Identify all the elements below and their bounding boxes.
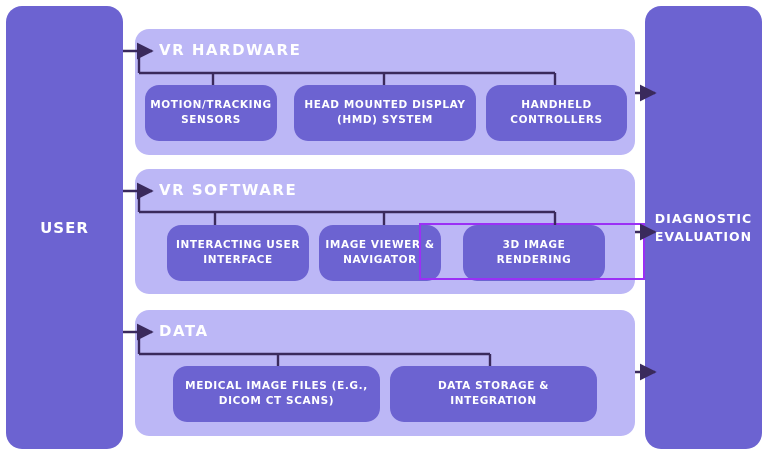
handheld-controllers-box: HANDHELD CONTROLLERS <box>486 85 627 141</box>
vr-hardware-title: VR HARDWARE <box>159 41 302 59</box>
evaluation-label-line-1: DIAGNOSTIC <box>654 210 753 226</box>
vr-hardware-panel: VR HARDWARE MOTION/TRACKING SENSORS HEAD… <box>135 29 635 155</box>
vr-software-panel: VR SOFTWARE INTERACTING USER INTERFACE I… <box>135 169 635 294</box>
interacting-user-interface-box: INTERACTING USER INTERFACE <box>167 225 309 281</box>
motion-tracking-sensors-box: MOTION/TRACKING SENSORS <box>145 85 277 141</box>
data-storage-integration-box: DATA STORAGE & INTEGRATION <box>390 366 597 422</box>
evaluation-label: DIAGNOSTIC EVALUATION <box>655 210 752 246</box>
evaluation-label-line-2: EVALUATION <box>654 228 753 244</box>
vr-software-title: VR SOFTWARE <box>159 181 298 199</box>
selection-highlight <box>419 223 645 280</box>
hmd-system-box: HEAD MOUNTED DISPLAY (HMD) SYSTEM <box>294 85 476 141</box>
user-label: USER <box>40 218 89 237</box>
user-block: USER <box>6 6 123 449</box>
medical-image-files-box: MEDICAL IMAGE FILES (E.G., DICOM CT SCAN… <box>173 366 380 422</box>
diagnostic-evaluation-block: DIAGNOSTIC EVALUATION <box>645 6 762 449</box>
3d-image-rendering-box: 3D IMAGE RENDERING <box>463 225 605 281</box>
data-panel: DATA MEDICAL IMAGE FILES (E.G., DICOM CT… <box>135 310 635 436</box>
data-title: DATA <box>159 322 209 340</box>
